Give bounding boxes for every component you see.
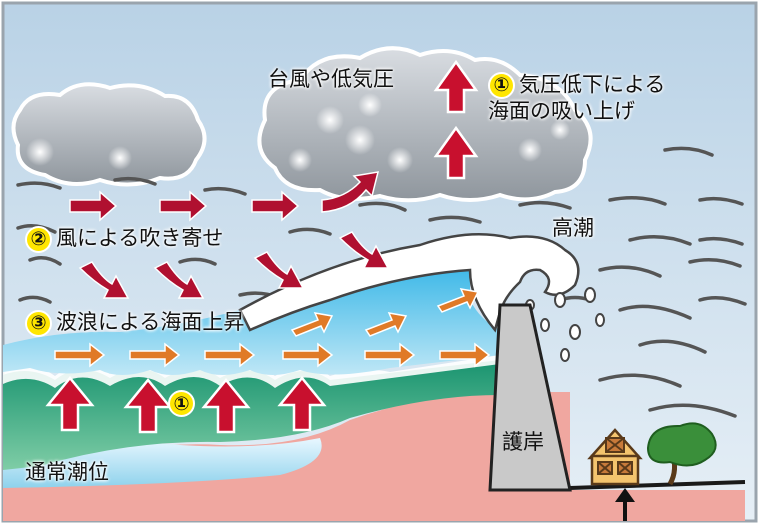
seawall-structure <box>488 303 572 492</box>
factor2-text: 風による吹き寄せ <box>56 226 224 250</box>
pressure-arrows-sky <box>433 59 479 180</box>
wave-arrows <box>54 288 491 368</box>
wind-arrows <box>69 171 390 299</box>
factor1-line2: 海面の吸い上げ <box>488 99 635 123</box>
factor1-badge-top: ① <box>488 72 515 99</box>
factor3-badge: ③ <box>25 309 52 337</box>
seawall-label: 護岸 <box>502 430 544 454</box>
tree-icon <box>646 422 717 486</box>
breaking-wave <box>238 233 580 333</box>
left-cloud <box>11 82 207 187</box>
cyclone-label: 台風や低気圧 <box>268 67 394 91</box>
raised-sea-band <box>3 360 500 470</box>
normal-tide-label: 通常潮位 <box>25 460 109 484</box>
pointer-arrow-icon <box>615 488 635 521</box>
house-icon <box>587 428 643 486</box>
factor3-text: 波浪による海面上昇 <box>56 310 245 334</box>
factor2-badge: ② <box>25 225 52 253</box>
pressure-arrows-sea <box>45 376 327 434</box>
factor1-badge-sea: ① <box>168 390 195 417</box>
factor1-sea-label: ① <box>168 390 199 417</box>
wave-crest-band <box>3 355 500 388</box>
factor1-line1: 気圧低下による <box>519 72 666 97</box>
ground-line <box>569 480 746 490</box>
storm-surge-label: 高潮 <box>552 216 594 240</box>
